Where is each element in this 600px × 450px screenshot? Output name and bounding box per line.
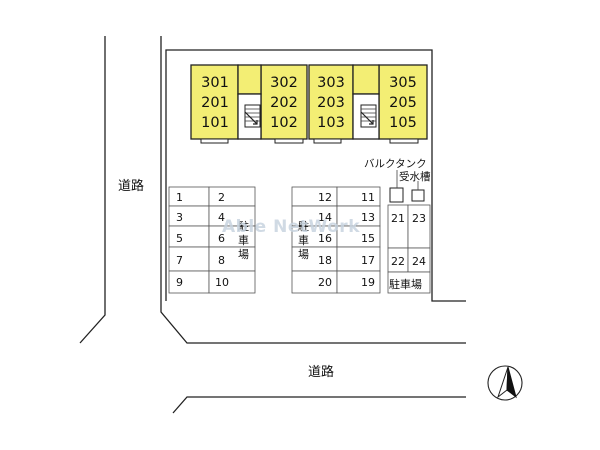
parking-label-char: 駐 [298,219,309,233]
slot-5: 5 [176,232,183,245]
slot-12: 12 [318,191,332,204]
bulk-tank-label: バルクタンク [364,158,427,170]
slot-16: 16 [318,232,332,245]
entrance-steps [200,138,419,144]
water-tank-label: 受水槽 [399,171,431,183]
slot-13: 13 [361,211,375,224]
parking-label-char: 車 [238,233,249,247]
slot-10: 10 [215,276,229,289]
unit-305: 305 [389,75,417,91]
unit-302: 302 [270,75,298,91]
north-arrow-icon [487,365,523,401]
facilities: バルクタンク 受水槽 [364,158,431,203]
road-label-bottom: 道路 [308,364,334,380]
slot-17: 17 [361,254,375,267]
slot-7: 7 [176,254,183,267]
parking-label: 駐車場 [389,277,422,291]
slot-21: 21 [391,212,405,225]
unit-105: 105 [389,115,417,131]
parking-label-char: 場 [238,248,249,261]
slot-24: 24 [412,255,426,268]
parking-label-char: 車 [298,233,309,247]
parking-label-char: 駐 [238,219,249,233]
road-label-left: 道路 [118,178,144,194]
slot-6: 6 [218,232,225,245]
slot-20: 20 [318,276,332,289]
site-boundary [165,49,466,302]
road-lines [79,36,466,414]
slot-11: 11 [361,191,375,204]
parking-middle: 12 11 14 13 16 15 18 17 20 19 駐 車 場 [291,186,381,294]
slot-2: 2 [218,191,225,204]
slot-1: 1 [176,191,183,204]
unit-205: 205 [389,95,417,111]
slot-23: 23 [412,212,426,225]
slot-14: 14 [318,211,332,224]
unit-labels: 301 201 101 302 202 102 303 203 103 305 … [201,75,417,131]
unit-201: 201 [201,95,229,111]
unit-102: 102 [270,115,298,131]
unit-203: 203 [317,95,345,111]
staircase-icon [244,104,261,128]
watermark: Able NetWork [222,217,360,237]
slot-15: 15 [361,232,375,245]
unit-303: 303 [317,75,345,91]
bulk-tank [389,187,404,203]
slot-22: 22 [391,255,405,268]
slot-4: 4 [218,211,225,224]
slot-18: 18 [318,254,332,267]
parking-right: 21 23 22 24 駐車場 [387,204,431,294]
slot-8: 8 [218,254,225,267]
slot-19: 19 [361,276,375,289]
unit-301: 301 [201,75,229,91]
unit-101: 101 [201,115,229,131]
unit-202: 202 [270,95,298,111]
water-tank [411,189,425,202]
parking-label-char: 場 [298,248,309,261]
slot-9: 9 [176,276,183,289]
unit-103: 103 [317,115,345,131]
staircase-icon [360,104,377,128]
slot-3: 3 [176,211,183,224]
parking-left: 1 2 3 4 5 6 7 8 9 10 駐 車 場 [168,186,256,294]
